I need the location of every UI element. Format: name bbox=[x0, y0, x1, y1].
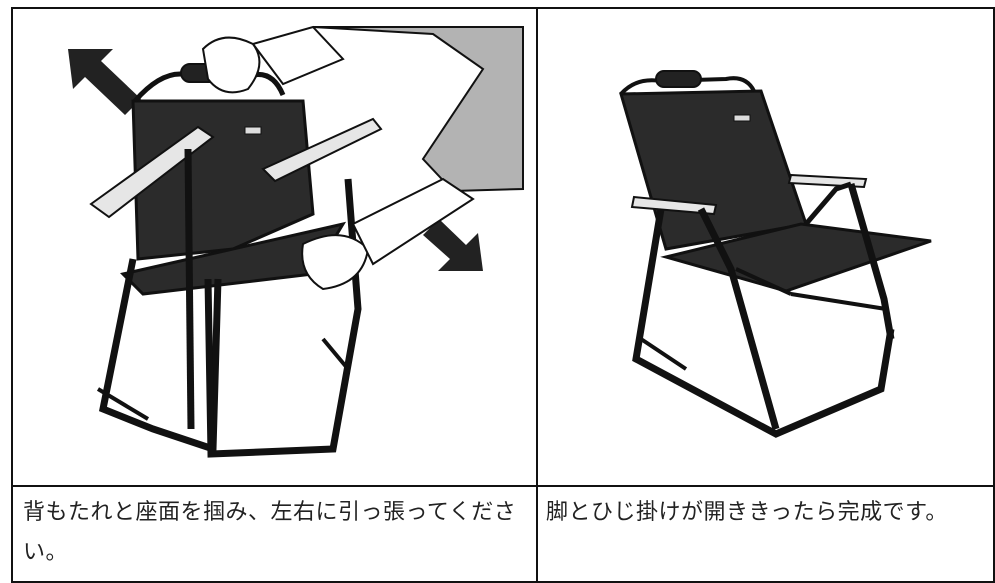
sleeve-bottom bbox=[351, 177, 475, 266]
frame-rear bbox=[804, 181, 852, 226]
shaded-sleeve bbox=[312, 26, 524, 193]
back-label bbox=[244, 126, 262, 135]
chair-back bbox=[131, 99, 315, 261]
handle-grip bbox=[655, 70, 702, 88]
armrest-left bbox=[89, 125, 215, 219]
open-folding-chair-icon bbox=[619, 70, 932, 438]
step-right-caption: 脚とひじ掛けが開ききったら完成です。 bbox=[546, 500, 948, 525]
step-right-illustration-panel bbox=[536, 7, 995, 487]
frame-brace bbox=[639, 267, 887, 371]
frame-front-left bbox=[697, 207, 780, 430]
armrest-right bbox=[261, 117, 383, 183]
arrow-down-right-icon bbox=[423, 219, 483, 271]
step-left-illustration-panel bbox=[11, 7, 538, 487]
arrow-up-left-icon bbox=[68, 49, 141, 115]
frame-right bbox=[847, 183, 895, 340]
frame-left bbox=[98, 258, 222, 454]
back-label bbox=[733, 114, 751, 122]
chair-back bbox=[619, 89, 808, 251]
frame-brace bbox=[96, 337, 350, 421]
step-right-caption-cell: 脚とひじ掛けが開ききったら完成です。 bbox=[536, 485, 995, 583]
armrest-left bbox=[630, 195, 718, 216]
frame-back-left bbox=[632, 208, 895, 438]
hand-bottom bbox=[301, 234, 370, 291]
sleeve-top bbox=[251, 25, 345, 86]
frame-inner bbox=[184, 148, 195, 430]
hands-opening-chair-icon bbox=[68, 25, 524, 458]
step-left-caption: 背もたれと座面を掴み、左右に引っ張ってください。 bbox=[23, 500, 517, 565]
hand-top bbox=[201, 36, 261, 94]
step-left-caption-cell: 背もたれと座面を掴み、左右に引っ張ってください。 bbox=[11, 485, 538, 583]
